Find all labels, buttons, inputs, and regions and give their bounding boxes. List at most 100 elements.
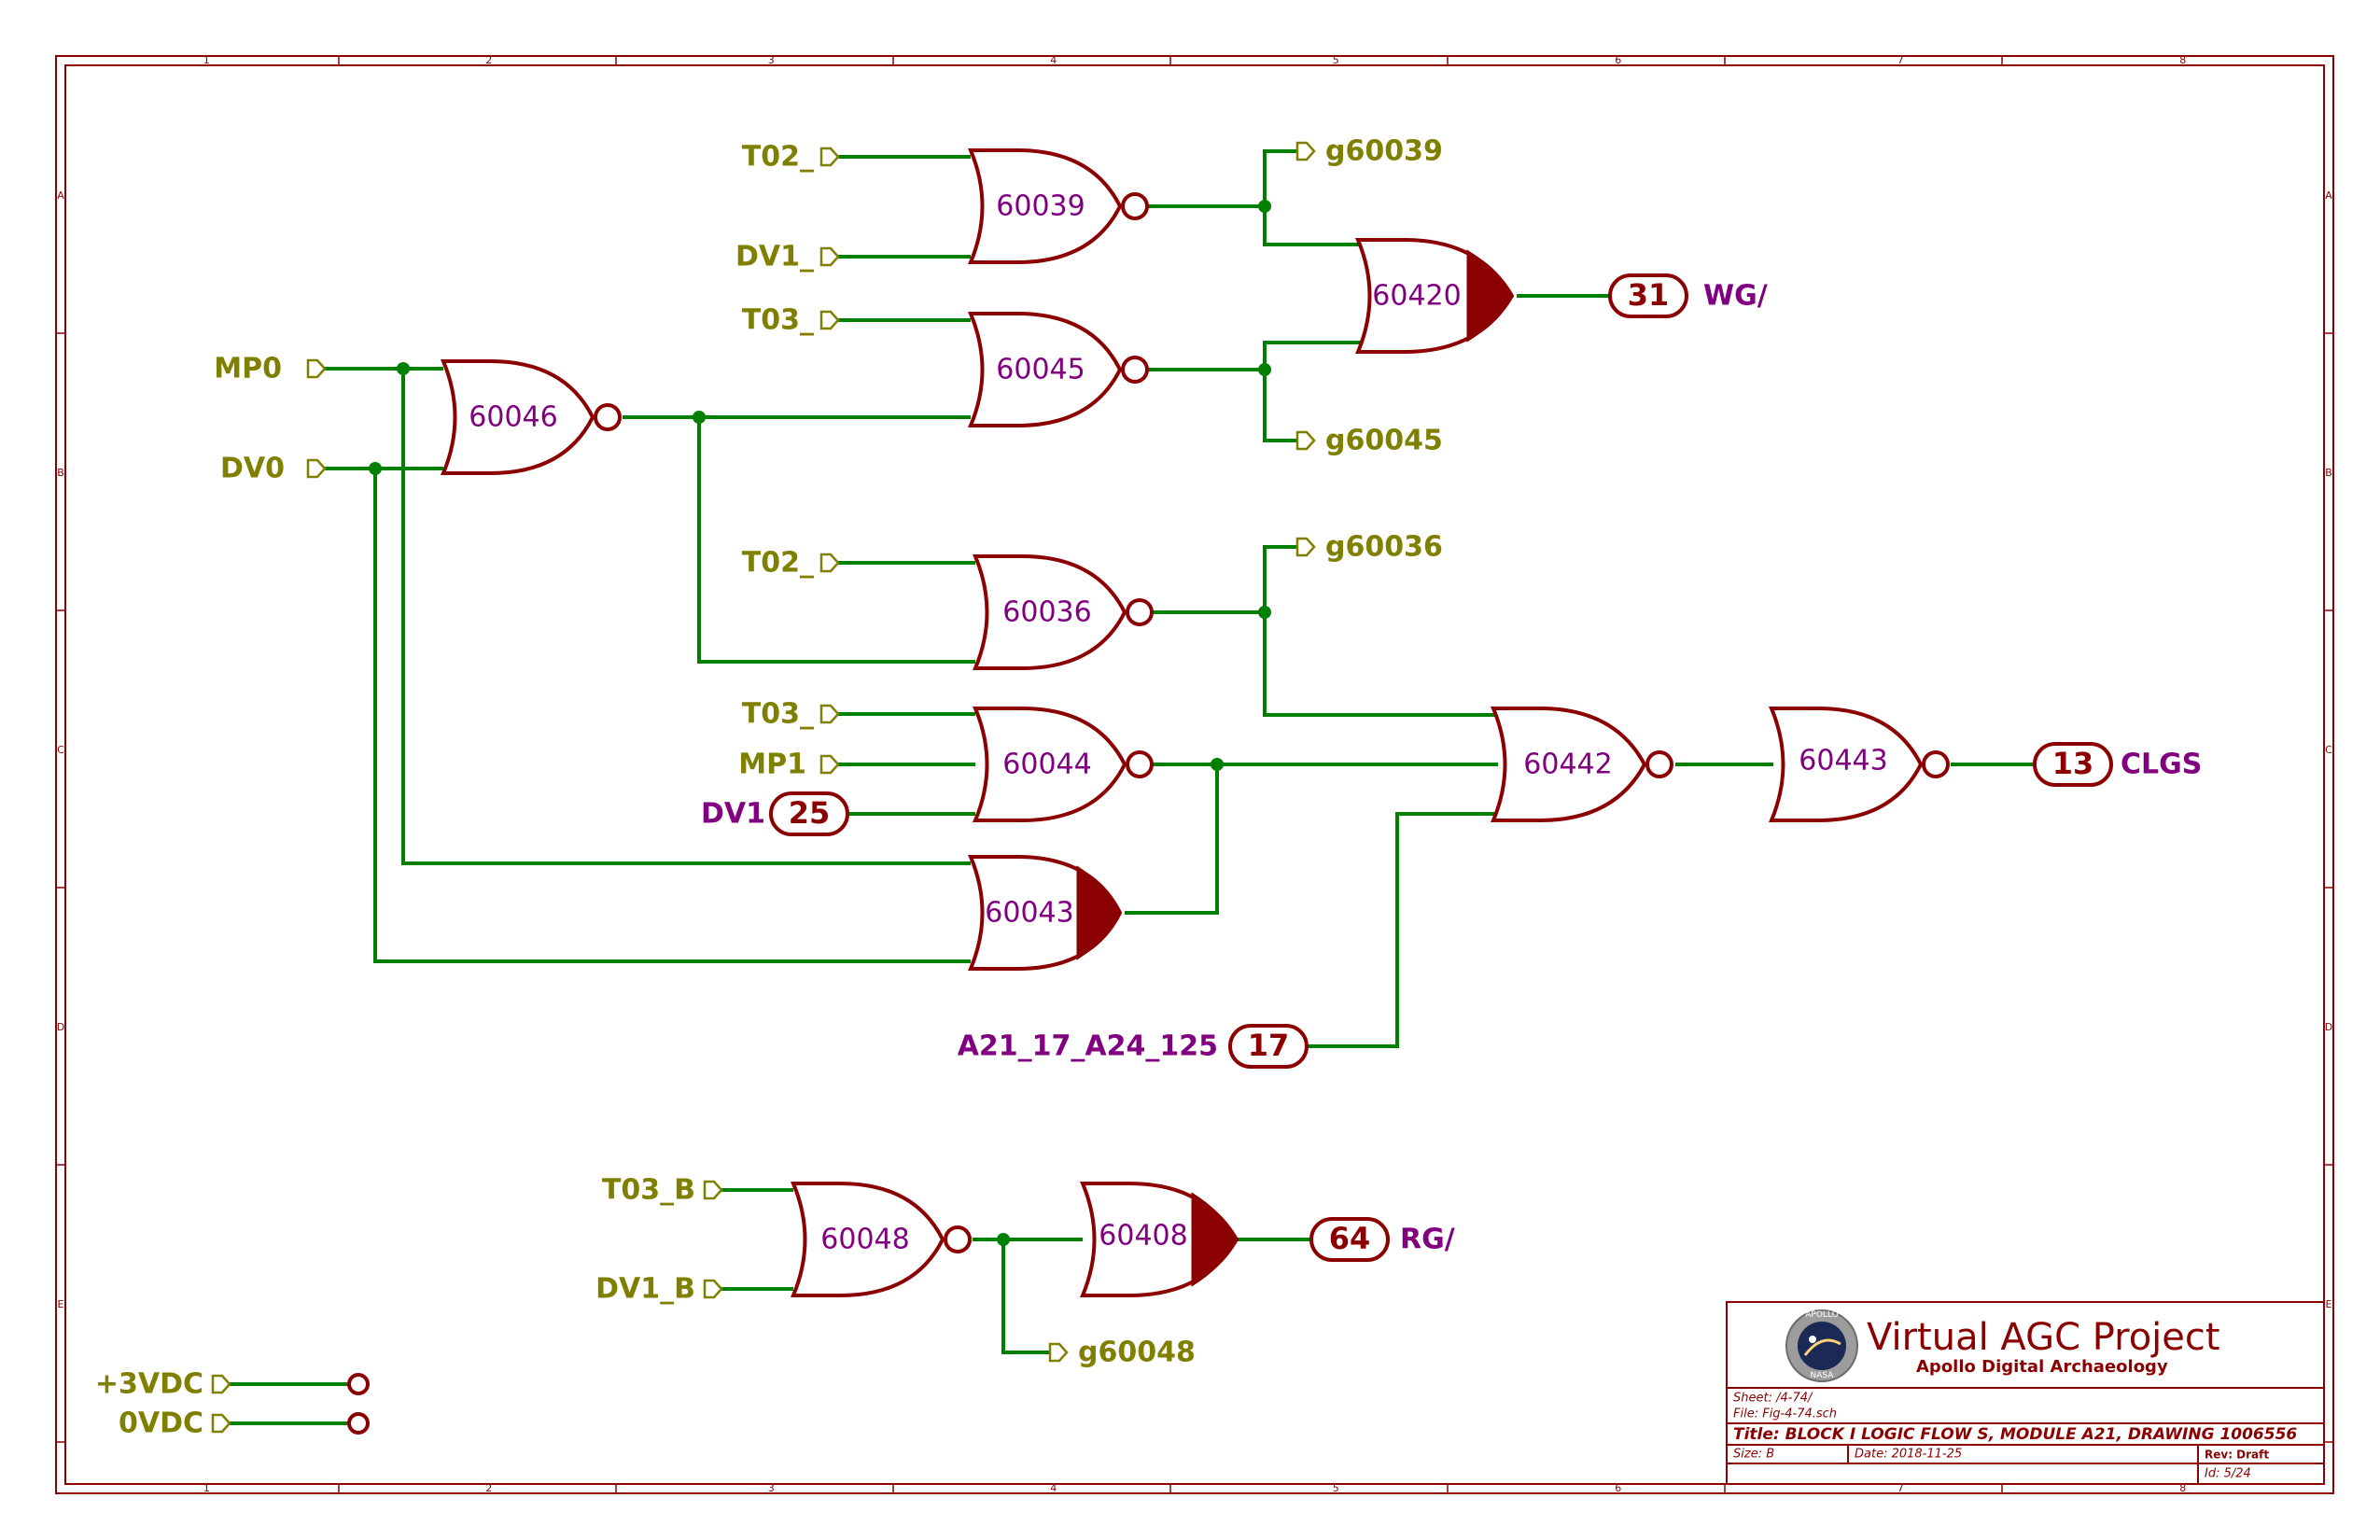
gate-label: 60043 xyxy=(985,897,1073,930)
svg-text:T03_: T03_ xyxy=(742,698,814,731)
svg-text:g60036: g60036 xyxy=(1325,531,1443,564)
apollo-logo: APOLLO NASA xyxy=(1785,1309,1858,1382)
sheet-size: Size: B xyxy=(1733,1448,1774,1462)
input-mp1: MP1 xyxy=(738,749,840,781)
title-block: APOLLO NASA Virtual AGC Project Apollo D… xyxy=(1726,1301,2325,1485)
column-label: 2 xyxy=(485,1482,492,1494)
row-label: A xyxy=(57,189,64,202)
gate-label: 60408 xyxy=(1099,1220,1187,1253)
svg-text:A21_17_A24_125: A21_17_A24_125 xyxy=(958,1030,1218,1063)
svg-text:31: 31 xyxy=(1628,277,1670,313)
drawing-date: Date: 2018-11-25 xyxy=(1855,1448,1962,1462)
gate-60039: 60039 xyxy=(968,148,1149,264)
column-label: 7 xyxy=(1897,54,1904,66)
output-g60039: g60039 xyxy=(1295,135,1443,168)
gate-60442: 60442 xyxy=(1491,707,1673,822)
gate-label: 60036 xyxy=(1002,596,1091,629)
svg-text:T02_: T02_ xyxy=(742,547,814,580)
file-name: File: Fig-4-74.sch xyxy=(1733,1407,1837,1421)
gate-label: 60048 xyxy=(820,1224,909,1256)
gate-60420: 60420 xyxy=(1355,238,1515,354)
column-label: 3 xyxy=(768,54,775,66)
gate-60043: 60043 xyxy=(968,855,1123,971)
svg-text:g60045: g60045 xyxy=(1325,425,1443,457)
power-pin-0vdc xyxy=(347,1412,370,1435)
gate-60036: 60036 xyxy=(973,554,1154,670)
column-label: 2 xyxy=(485,54,492,66)
input-mp0: MP0 xyxy=(214,353,327,385)
row-label: D xyxy=(57,1021,64,1033)
input-t03-b: T03_ xyxy=(742,698,840,731)
gate-60045: 60045 xyxy=(968,312,1149,427)
svg-text:17: 17 xyxy=(1248,1028,1290,1063)
gate-60044: 60044 xyxy=(973,707,1154,822)
junctions xyxy=(369,200,1271,1246)
svg-text:T03_B: T03_B xyxy=(602,1174,695,1207)
row-label: A xyxy=(2325,189,2332,202)
column-label: 1 xyxy=(203,1482,210,1494)
input-p0vdc: 0VDC xyxy=(119,1407,231,1440)
svg-text:64: 64 xyxy=(1329,1221,1371,1256)
column-label: 5 xyxy=(1333,1482,1339,1494)
row-label: B xyxy=(57,467,64,479)
output-g60048: g60048 xyxy=(1048,1337,1196,1369)
svg-text:APOLLO: APOLLO xyxy=(1805,1310,1838,1320)
gate-label: 60443 xyxy=(1799,745,1887,777)
column-label: 4 xyxy=(1050,1482,1057,1494)
gate-label: 60039 xyxy=(996,190,1085,223)
svg-text:T03_: T03_ xyxy=(742,304,814,337)
svg-text:T02_: T02_ xyxy=(742,141,814,174)
svg-text:DV1_: DV1_ xyxy=(735,241,814,273)
input-labels: T02_ DV1_ T03_ MP0 DV0 T02_ T03_ MP1 xyxy=(95,141,840,1440)
svg-text:DV0: DV0 xyxy=(220,453,285,485)
input-dv0: DV0 xyxy=(220,453,327,485)
row-label: E xyxy=(2326,1298,2332,1310)
column-label: 4 xyxy=(1050,54,1057,66)
column-label: 3 xyxy=(768,1482,775,1494)
input-t03-bb: T03_B xyxy=(602,1174,723,1207)
column-label: 8 xyxy=(2179,54,2186,66)
output-g60045: g60045 xyxy=(1295,425,1443,457)
gate-label: 60420 xyxy=(1372,280,1461,313)
row-label: C xyxy=(57,744,64,756)
input-p3vdc: +3VDC xyxy=(95,1368,231,1401)
gate-60046: 60046 xyxy=(441,359,622,475)
gate-label: 60045 xyxy=(996,354,1085,386)
row-label: C xyxy=(2325,744,2332,756)
svg-text:RG/: RG/ xyxy=(1400,1224,1455,1256)
input-t02-a: T02_ xyxy=(742,141,840,174)
svg-text:+3VDC: +3VDC xyxy=(95,1368,203,1401)
connector-17: 17 A21_17_A24_125 xyxy=(958,1024,1309,1069)
column-label: 1 xyxy=(203,54,210,66)
wires xyxy=(229,149,2035,1425)
column-label: 7 xyxy=(1897,1482,1904,1494)
row-label: E xyxy=(58,1298,64,1310)
gate-label: 60442 xyxy=(1523,749,1612,781)
svg-text:CLGS: CLGS xyxy=(2121,749,2202,781)
svg-text:MP1: MP1 xyxy=(738,749,806,781)
input-t02-b: T02_ xyxy=(742,547,840,580)
svg-text:g60039: g60039 xyxy=(1325,135,1443,168)
gate-label: 60046 xyxy=(469,401,557,434)
input-t03-a: T03_ xyxy=(742,304,840,337)
revision: Rev: Draft xyxy=(2205,1449,2269,1462)
svg-text:25: 25 xyxy=(789,795,831,831)
output-labels: g60039 g60045 g60036 g60048 xyxy=(1048,135,1443,1369)
input-dv1-bb: DV1_B xyxy=(595,1273,723,1306)
connector-13: 13 CLGS xyxy=(2033,742,2202,787)
column-label: 6 xyxy=(1615,1482,1621,1494)
connector-31: 31 WG/ xyxy=(1608,273,1768,318)
gate-60408: 60408 xyxy=(1080,1182,1239,1297)
svg-text:WG/: WG/ xyxy=(1703,280,1768,313)
row-label: B xyxy=(2325,467,2332,479)
svg-text:g60048: g60048 xyxy=(1078,1337,1196,1369)
project-subtitle: Apollo Digital Archaeology xyxy=(1916,1357,2168,1377)
column-label: 6 xyxy=(1615,54,1621,66)
drawing-title: Title: BLOCK I LOGIC FLOW S, MODULE A21,… xyxy=(1733,1425,2297,1444)
column-label: 5 xyxy=(1333,54,1339,66)
sheet-name: Sheet: /4-74/ xyxy=(1733,1392,1813,1406)
svg-text:DV1: DV1 xyxy=(701,798,765,831)
gate-label: 60044 xyxy=(1002,749,1091,781)
